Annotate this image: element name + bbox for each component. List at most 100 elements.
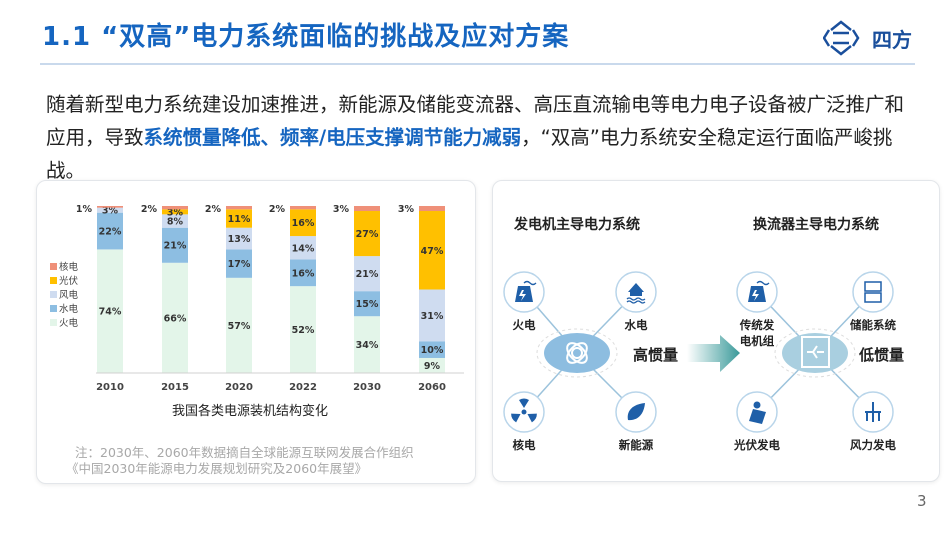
bar-2020-核电: [226, 206, 252, 210]
chart-note-line1: 注：2030年、2060年数据摘自全球能源互联网发展合作组织: [75, 445, 414, 460]
data-label: 21%: [164, 241, 187, 252]
node-label: 储能系统: [850, 318, 896, 332]
bar-2030-水电: [354, 291, 380, 317]
x-tick-label: 2030: [353, 382, 381, 393]
chart-note-line2: 《中国2030年能源电力发展规划研究及2060年展望》: [66, 461, 368, 476]
bar-2010-风电: [97, 207, 123, 213]
bar-2030-核电: [354, 206, 380, 212]
data-label: 3%: [333, 204, 350, 215]
node-circle: [852, 271, 894, 313]
page-title: 1.1 “双高”电力系统面临的挑战及应对方案: [42, 22, 570, 52]
bar-2015-水电: [162, 227, 188, 263]
bar-2030-火电: [354, 316, 380, 373]
data-label: 2%: [141, 204, 158, 215]
intro-text-end: ，“双高”电力系统安全稳定运行面临严峻挑战。: [46, 126, 893, 182]
data-label: 10%: [421, 345, 444, 356]
bar-2060-核电: [419, 206, 445, 212]
node-label: 新能源: [619, 438, 654, 452]
legend-swatch: [50, 305, 57, 312]
data-label: 21%: [356, 269, 379, 280]
x-tick-label: 2015: [161, 382, 189, 393]
solar-panel-icon: [749, 401, 766, 424]
bar-2022-核电: [290, 206, 316, 210]
generator-icon: [566, 342, 588, 364]
data-label: 9%: [424, 361, 441, 372]
x-tick-label: 2060: [418, 382, 446, 393]
legend-swatch: [50, 319, 57, 326]
data-label: 57%: [228, 321, 251, 332]
data-label: 3%: [398, 204, 415, 215]
high-inertia-label: 高惯量: [633, 346, 678, 364]
node-label: 核电: [513, 438, 536, 452]
legend-swatch: [50, 263, 57, 270]
node-label: 光伏发电: [733, 438, 780, 452]
legend-label: 光伏: [59, 275, 79, 287]
bar-2020-水电: [226, 249, 252, 278]
data-label: 14%: [292, 243, 315, 254]
bar-2060-光伏: [419, 211, 445, 290]
bar-2020-火电: [226, 277, 252, 373]
legend-label: 风电: [59, 289, 79, 301]
bar-2022-风电: [290, 236, 316, 260]
data-label: 13%: [228, 234, 251, 245]
low-inertia-label: 低惯量: [858, 346, 904, 364]
bar-2015-核电: [162, 206, 188, 210]
data-label: 11%: [228, 214, 251, 225]
bar-2010-核电: [97, 206, 123, 208]
legend-label: 核电: [59, 261, 79, 273]
data-label: 47%: [421, 246, 444, 257]
x-tick-label: 2010: [96, 382, 124, 393]
logo-text: 四方: [872, 28, 912, 52]
node-label: 风力发电: [850, 438, 896, 452]
legend-swatch: [50, 277, 57, 284]
bar-2015-风电: [162, 214, 188, 228]
diagram-card: [492, 180, 940, 482]
data-label: 31%: [421, 311, 444, 322]
bar-2060-风电: [419, 289, 445, 342]
nuclear-icon: [511, 398, 537, 423]
battery-rack-icon: [864, 281, 882, 303]
data-label: 3%: [167, 207, 184, 218]
leaf-icon: [627, 403, 645, 421]
node-label-line2: 电机组: [740, 334, 775, 348]
node-label: 火电: [513, 318, 536, 332]
data-label: 17%: [228, 259, 251, 270]
bar-2022-水电: [290, 259, 316, 287]
bar-2015-光伏: [162, 209, 188, 215]
data-label: 1%: [76, 204, 93, 215]
legend-swatch: [50, 291, 57, 298]
thermal-plant-icon: [748, 280, 770, 302]
transition-arrow: [687, 335, 740, 372]
inertia-diagram: 发电机主导电力系统 高惯量 换流器主导电力系统 低惯量 火电水电核电新能源传统发…: [503, 216, 904, 452]
wind-turbine-icon: [865, 402, 881, 422]
legend-label: 火电: [59, 317, 79, 329]
node-label-line1: 传统发: [739, 318, 775, 332]
generator-center-node: [544, 333, 610, 373]
bar-2020-风电: [226, 227, 252, 250]
data-label: 3%: [102, 206, 119, 217]
chart-title: 我国各类电源装机结构变化: [172, 403, 328, 419]
data-label: 16%: [292, 218, 315, 229]
intro-highlight: 系统惯量降低、频率/电压支撑调节能力减弱: [143, 126, 522, 149]
data-label: 22%: [99, 227, 122, 238]
bar-2060-水电: [419, 341, 445, 358]
converter-center-node: [782, 333, 848, 373]
legend-label: 水电: [59, 303, 79, 315]
thermal-plant-icon: [515, 280, 537, 302]
data-label: 2%: [205, 204, 222, 215]
bar-2030-风电: [354, 256, 380, 292]
converter-icon: [801, 336, 830, 368]
intro-text: 随着新型电力系统建设加速推进，新能源及储能变流器、高压直流输电等电力电子设备被广…: [46, 93, 905, 149]
right-diagram-title: 换流器主导电力系统: [753, 216, 879, 233]
left-diagram-title: 发电机主导电力系统: [513, 216, 640, 233]
bar-2030-光伏: [354, 211, 380, 257]
intro-paragraph: 随着新型电力系统建设加速推进，新能源及储能变流器、高压直流输电等电力电子设备被广…: [46, 88, 916, 187]
bar-2010-水电: [97, 212, 123, 250]
data-label: 34%: [356, 340, 379, 351]
bar-2022-火电: [290, 286, 316, 373]
data-label: 15%: [356, 299, 379, 310]
x-tick-label: 2020: [225, 382, 253, 393]
bar-2022-光伏: [290, 209, 316, 237]
data-label: 52%: [292, 325, 315, 336]
hydro-icon: [626, 283, 646, 304]
